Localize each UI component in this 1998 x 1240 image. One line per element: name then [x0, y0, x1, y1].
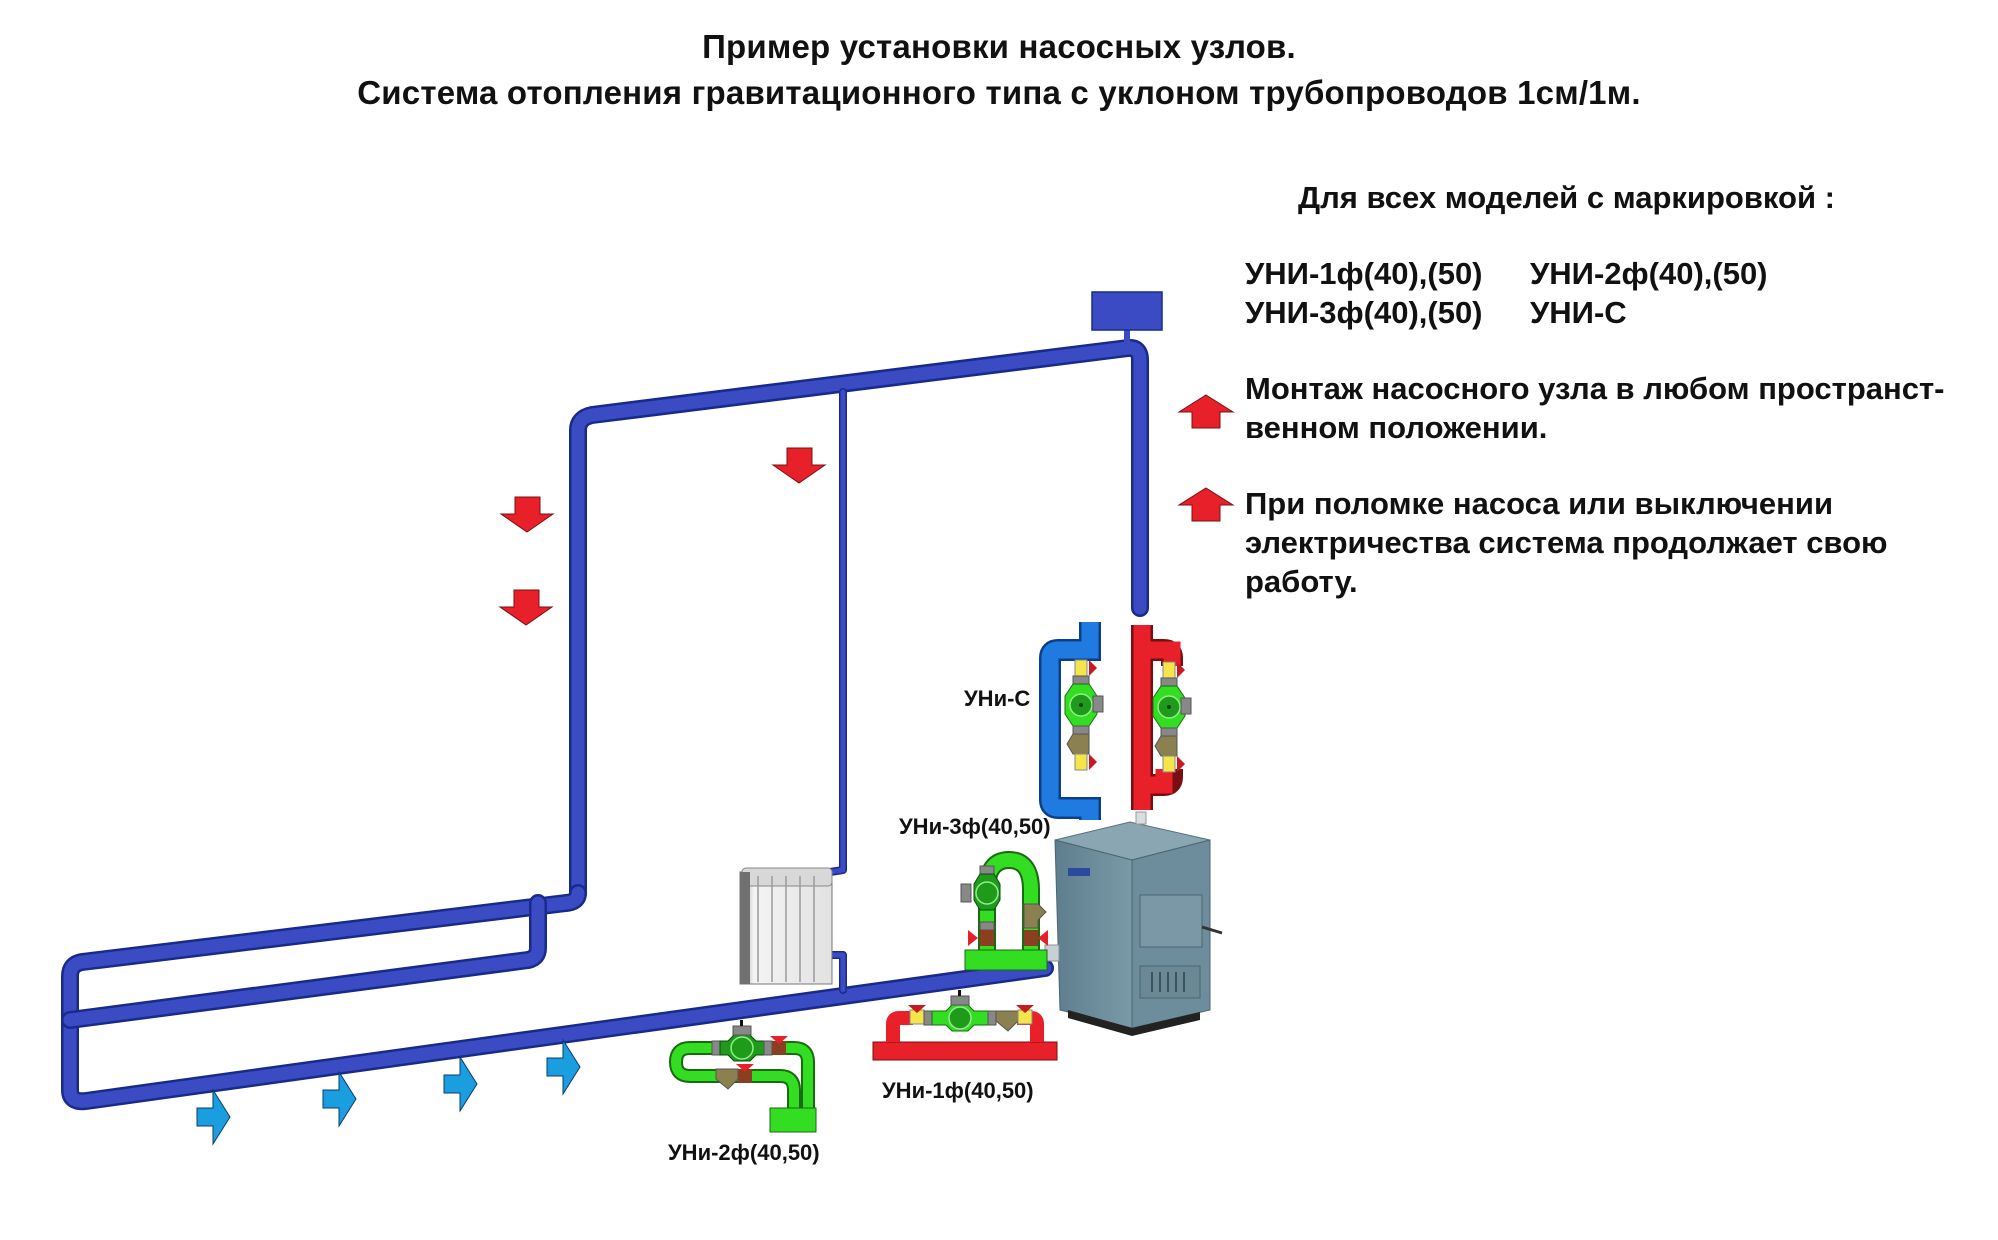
- pipe-network: [61, 327, 1149, 1111]
- note-arrows: [1177, 394, 1235, 522]
- hot-flow-arrows: [498, 447, 827, 626]
- down-arrow-icon: [499, 496, 555, 533]
- note-1-line-2: венном положении.: [1245, 410, 1548, 445]
- radiator: [739, 867, 833, 985]
- pump-unit-uni-2f: [668, 1020, 817, 1133]
- pump-icon: [1152, 661, 1192, 773]
- diagram-subtitle: Система отопления гравитационного типа с…: [357, 74, 1641, 111]
- up-arrow-icon: [1177, 487, 1235, 522]
- down-arrow-icon: [771, 447, 827, 484]
- model-uni-3f: УНИ-3ф(40),(50): [1245, 295, 1483, 330]
- diagram-title: Пример установки насосных узлов.: [702, 28, 1296, 65]
- label-uni-2f: УНи-2ф(40,50): [668, 1140, 820, 1165]
- note-2-line-3: работу.: [1245, 564, 1358, 599]
- down-arrow-icon: [498, 589, 554, 626]
- note-2-line-1: При поломке насоса или выключении: [1245, 486, 1834, 521]
- boiler: [1044, 811, 1223, 1036]
- model-uni-2f: УНИ-2ф(40),(50): [1530, 256, 1768, 291]
- pump-unit-uni-c-hot: [1131, 625, 1183, 810]
- models-heading: Для всех моделей с маркировкой :: [1298, 180, 1835, 215]
- right-arrow-icon: [322, 1070, 357, 1128]
- cold-flow-arrows: [196, 1038, 581, 1146]
- label-uni-1f: УНи-1ф(40,50): [882, 1078, 1034, 1103]
- pump-unit-uni-3f: [960, 850, 1048, 971]
- label-uni-3f: УНи-3ф(40,50): [899, 814, 1051, 839]
- model-uni-1f: УНИ-1ф(40),(50): [1245, 256, 1483, 291]
- up-arrow-icon: [1177, 394, 1235, 429]
- label-uni-c: УНи-С: [964, 686, 1031, 711]
- pump-icon: [1064, 659, 1104, 771]
- note-1-line-1: Монтаж насосного узла в любом пространст…: [1245, 371, 1945, 406]
- right-arrow-icon: [443, 1055, 478, 1113]
- note-2-line-2: электричества система продолжает свою: [1245, 525, 1888, 560]
- right-arrow-icon: [196, 1088, 231, 1146]
- pump-unit-uni-c-cold: [1039, 622, 1101, 820]
- pump-unit-uni-1f: [872, 990, 1058, 1061]
- model-uni-c: УНИ-С: [1530, 295, 1627, 330]
- right-arrow-icon: [546, 1038, 581, 1096]
- expansion-tank: [1091, 291, 1163, 331]
